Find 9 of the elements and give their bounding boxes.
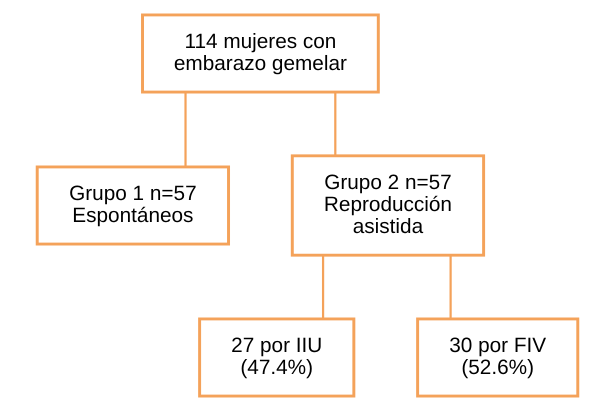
connector	[321, 254, 324, 318]
node-box: 114 mujeres con embarazo gemelar	[140, 12, 380, 94]
connector	[184, 92, 186, 166]
connector	[334, 92, 336, 155]
connector	[449, 254, 452, 318]
node-box: 30 por FIV (52.6%)	[416, 316, 579, 398]
node-box: 27 por IIU (47.4%)	[198, 316, 355, 398]
node-box: Grupo 2 n=57 Reproducción asistida	[290, 154, 485, 256]
node-box: Grupo 1 n=57 Espontáneos	[35, 164, 230, 246]
